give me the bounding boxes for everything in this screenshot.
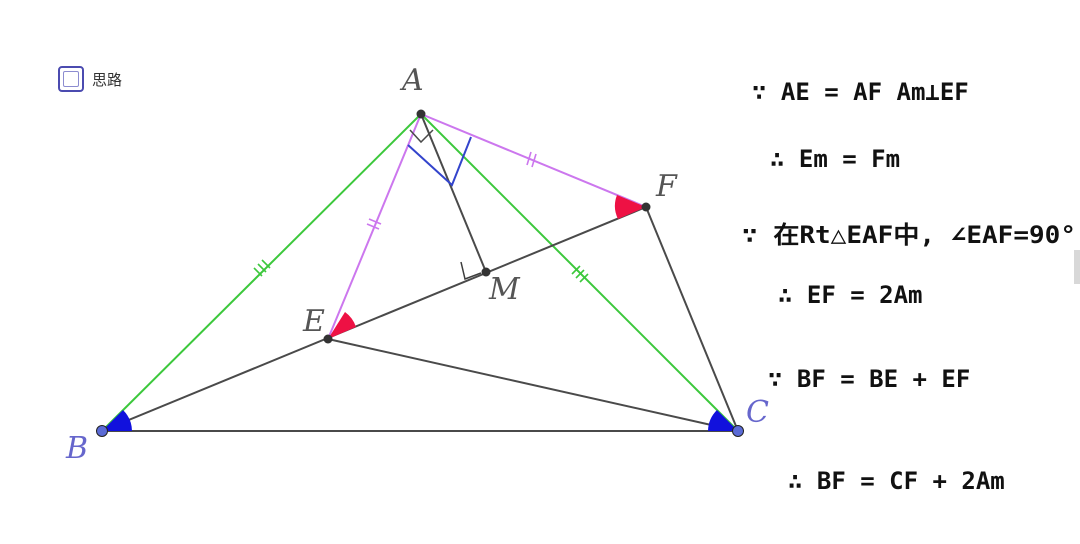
- point-B[interactable]: [96, 425, 108, 437]
- note-line-1: ∵ AE = AF Am⊥EF: [752, 78, 969, 106]
- segment-FC[interactable]: [645, 206, 739, 432]
- label-A: A: [399, 63, 424, 98]
- checkbox-label: 思路: [92, 70, 123, 89]
- point-F[interactable]: [641, 202, 651, 212]
- scroll-handle[interactable]: [1074, 250, 1080, 284]
- segment-AM[interactable]: [420, 113, 487, 273]
- note-line-4: ∴ EF = 2Am: [778, 281, 923, 309]
- angle-marker-E: [328, 312, 356, 339]
- note-line-2: ∴ Em = Fm: [770, 145, 900, 173]
- tick-marks-AC: [571, 265, 589, 283]
- tick-marks-AE: [366, 218, 382, 230]
- angle-marker-B: [102, 410, 132, 431]
- segment-AB[interactable]: [101, 113, 422, 432]
- segment-AC[interactable]: [420, 113, 739, 432]
- right-angle-small-A: [409, 129, 434, 144]
- note-line-5: ∵ BF = BE + EF: [768, 365, 970, 393]
- segment-BF[interactable]: [101, 206, 647, 432]
- segment-EC[interactable]: [327, 338, 739, 432]
- right-angle-marker-M: [460, 261, 482, 281]
- label-F: F: [655, 169, 678, 204]
- point-A[interactable]: [416, 109, 426, 119]
- note-line-3: ∵ 在Rt△EAF中, ∠EAF=90°: [742, 221, 1076, 249]
- checkbox-square[interactable]: [58, 66, 84, 92]
- tick-marks-AF: [526, 151, 537, 168]
- label-M: M: [488, 272, 521, 307]
- angle-marker-F: [614, 195, 646, 219]
- label-E: E: [302, 304, 325, 339]
- tick-marks-AB: [253, 259, 271, 277]
- right-angle-marker-A: [407, 136, 472, 187]
- point-M[interactable]: [481, 267, 491, 277]
- point-E[interactable]: [323, 334, 333, 344]
- label-C: C: [746, 395, 769, 430]
- label-B: B: [65, 431, 88, 466]
- angle-marker-C: [708, 410, 738, 431]
- note-line-6: ∴ BF = CF + 2Am: [788, 467, 1005, 495]
- point-C[interactable]: [732, 425, 744, 437]
- hint-checkbox[interactable]: 思路: [58, 66, 122, 92]
